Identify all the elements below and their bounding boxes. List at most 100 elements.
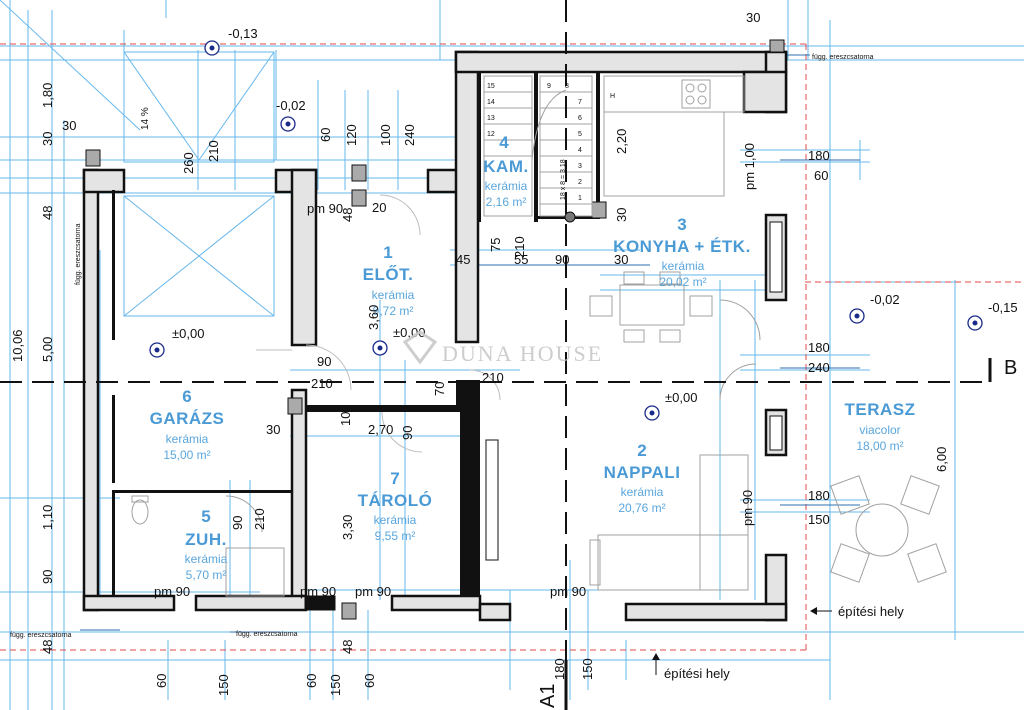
terrace-furniture [830, 475, 947, 583]
dim-inner: pm 90 [740, 490, 755, 526]
dim-inner: 20 [372, 200, 386, 215]
stair-step-12: 12 [487, 131, 495, 138]
dim-inner: 210 [512, 236, 527, 258]
room-5-name: ZUH. [185, 530, 227, 549]
dim-inner: 6,00 [934, 447, 949, 472]
dims-inner: pm 90 48 20 3,60 90 210 70 210 45 75 210… [154, 129, 949, 599]
stair-step-15: 15 [487, 83, 495, 90]
room-5-area: 5,70 m² [186, 568, 227, 582]
garage-door-hatch [123, 51, 275, 317]
slope-label: 14 % [140, 107, 151, 130]
watermark-text: DUNA HOUSE [442, 341, 603, 366]
axis-a1-label: A1 [537, 684, 559, 708]
dim-inner: pm 1,00 [742, 143, 757, 190]
dim-inner: 90 [555, 252, 569, 267]
dim-inner: pm 90 [307, 201, 343, 216]
stair-step-8: 8 [565, 83, 569, 90]
level-marker [149, 342, 165, 358]
dim-inner: 45 [456, 252, 470, 267]
dim-inner: 30 [614, 252, 628, 267]
stair-step-2: 2 [578, 179, 582, 186]
level-marker [204, 40, 220, 56]
walls [82, 39, 788, 622]
dim-inner: 90 [400, 426, 415, 440]
level-value: -0,13 [228, 26, 258, 41]
stair-step-4: 4 [578, 147, 582, 154]
stair-step-7: 7 [578, 99, 582, 106]
dim-inner: 150 [808, 512, 830, 527]
dim-inner: 60 [814, 168, 828, 183]
room-4-number: 4 [499, 133, 509, 152]
level-value: -0,02 [276, 98, 306, 113]
level-marker [372, 340, 388, 356]
dim-inner: 30 [614, 208, 629, 222]
level-value: -0,02 [870, 292, 900, 307]
room-2-finish: kerámia [621, 485, 664, 499]
dim-top: 210 [206, 140, 221, 162]
dim-inner: 210 [252, 508, 267, 530]
dim-inner: 48 [340, 208, 355, 222]
stair-step-3: 3 [578, 163, 582, 170]
room-1-number: 1 [383, 243, 392, 262]
dim-inner: 180 [808, 148, 830, 163]
dims-top: 30 260 210 60 120 100 240 30 [62, 10, 760, 174]
building-line-right-label: építési hely [838, 604, 904, 619]
dim-inner: pm 90 [550, 584, 586, 599]
dim-left: 90 [40, 570, 55, 584]
dim-bottom: 60 [304, 674, 319, 688]
gutter-label-top: függ. ereszcsatorna [812, 54, 874, 61]
leaders [80, 54, 860, 633]
level-value: ±0,00 [665, 390, 697, 405]
level-value: ±0,00 [393, 325, 425, 340]
dim-top: 30 [746, 10, 760, 25]
room-7-number: 7 [390, 469, 399, 488]
dim-top: 60 [318, 128, 333, 142]
dim-inner: 2,20 [614, 129, 629, 154]
room-2-area: 20,76 m² [618, 501, 665, 515]
dim-inner: 10 [338, 412, 353, 426]
room-6-area: 15,00 m² [163, 448, 210, 462]
stair-step-14: 14 [487, 99, 495, 106]
stair-step-5: 5 [578, 131, 582, 138]
dim-bottom: 150 [328, 674, 343, 696]
dim-inner: 3,60 [366, 305, 381, 330]
dim-bottom: 150 [580, 658, 595, 680]
terrace-name: TERASZ [845, 400, 916, 419]
room-4-name: KAM. [483, 157, 528, 176]
room-2-name: NAPPALI [604, 463, 681, 482]
dim-left: 48 [40, 640, 55, 654]
dim-inner: 3,30 [340, 515, 355, 540]
gutter-label-bottom-left: függ. ereszcsatorna [10, 632, 72, 639]
annotations: 14 % függ. ereszcsatorna függ. ereszcsat… [10, 54, 904, 681]
dim-top: 120 [344, 124, 359, 146]
room-2-number: 2 [637, 441, 646, 460]
stair-step-6: 6 [578, 115, 582, 122]
room-4-area: 2,16 m² [486, 195, 527, 209]
dim-inner: 90 [230, 516, 245, 530]
dim-inner: 90 [317, 354, 331, 369]
stair-step-9: 9 [547, 83, 551, 90]
dim-bottom: 48 [340, 640, 355, 654]
room-labels: 1 ELŐT. kerámia 9,72 m² 2 NAPPALI kerámi… [150, 133, 916, 582]
room-1-name: ELŐT. [363, 265, 414, 284]
room-6-number: 6 [182, 387, 191, 406]
axis-a1: A1 [537, 0, 568, 710]
dim-top: 240 [402, 124, 417, 146]
dim-top: 100 [378, 124, 393, 146]
dim-bottom: 150 [216, 674, 231, 696]
dim-bottom: 180 [552, 658, 567, 680]
dim-inner: 2,70 [368, 422, 393, 437]
room-7-area: 9,55 m² [375, 529, 416, 543]
stair-step-1: 1 [578, 195, 582, 202]
dim-inner: 30 [266, 422, 280, 437]
level-marker [644, 405, 660, 421]
dim-left: 1,10 [40, 505, 55, 530]
dim-inner: 210 [311, 376, 333, 391]
building-line-bottom-label: építési hely [664, 666, 730, 681]
dim-inner: 180 [808, 340, 830, 355]
dim-inner: 75 [488, 238, 503, 252]
room-6-name: GARÁZS [150, 409, 225, 428]
bathroom-furniture [131, 495, 285, 597]
dims-bottom: 60 150 60 48 150 60 180 150 [154, 640, 595, 696]
